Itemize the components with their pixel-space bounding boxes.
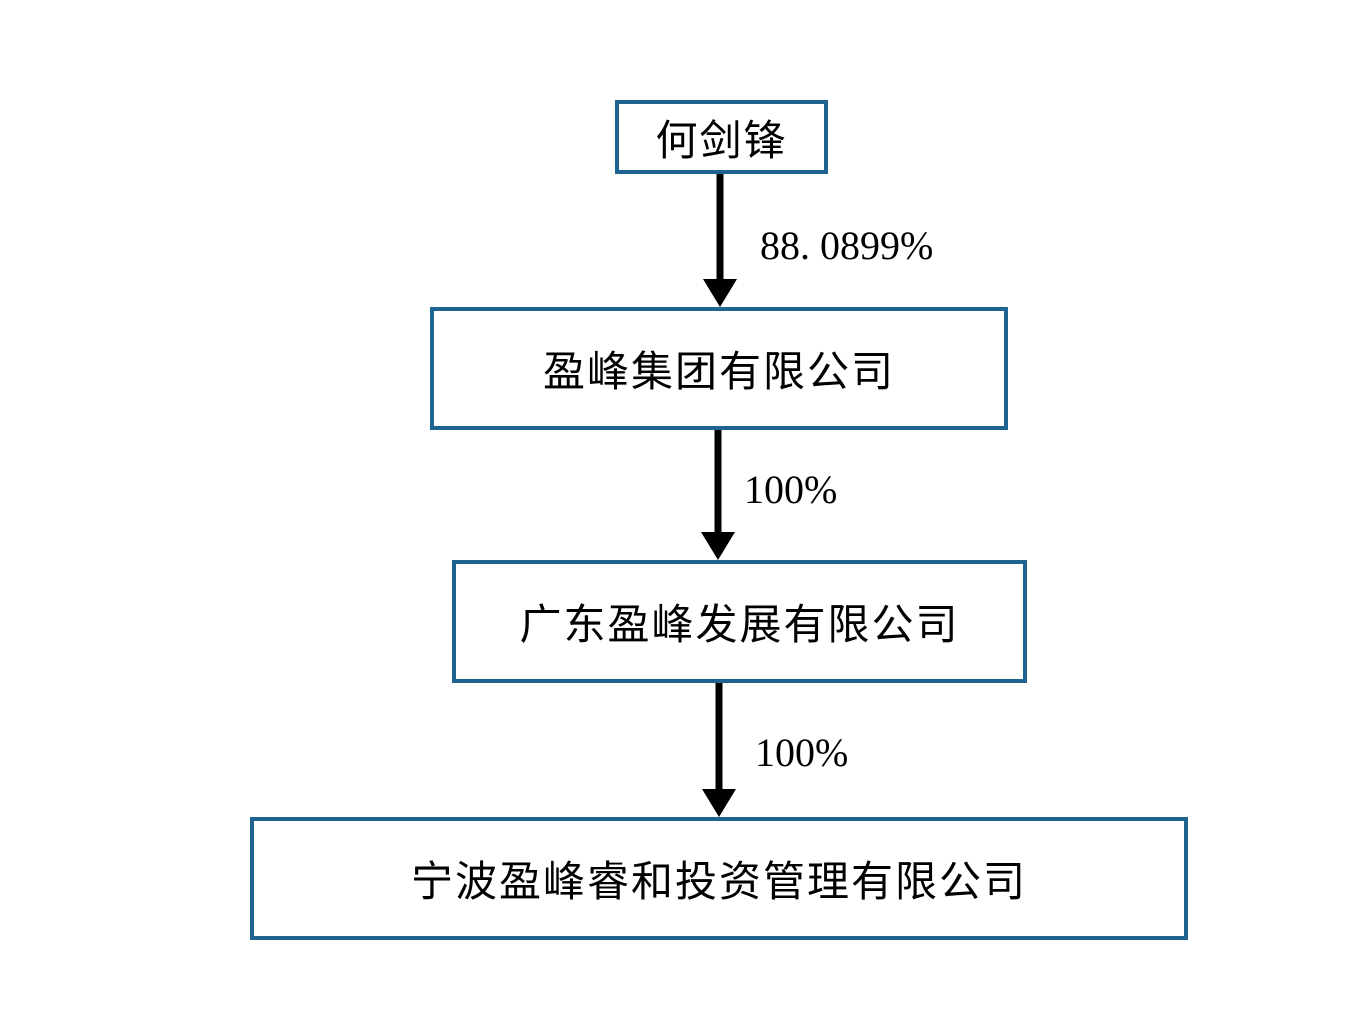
ownership-percentage-label-1: 88. 0899%: [760, 223, 934, 268]
arrow-stem: [716, 174, 724, 282]
arrow-head: [701, 532, 735, 560]
arrow-head: [702, 789, 736, 817]
arrow-stem: [715, 683, 723, 792]
node-ningbo-yingfeng-ruihe-investment-label: 宁波盈峰睿和投资管理有限公司: [410, 860, 1027, 906]
down-arrow-icon: [701, 430, 735, 560]
ownership-percentage-label-2: 100%: [744, 467, 838, 512]
node-he-jianfeng-label: 何剑锋: [655, 118, 788, 165]
node-guangdong-yingfeng-development: 广东盈峰发展有限公司: [452, 560, 1027, 683]
down-arrow-icon: [702, 683, 736, 817]
arrow-stem: [714, 430, 722, 535]
node-guangdong-yingfeng-development-label: 广东盈峰发展有限公司: [519, 603, 960, 649]
down-arrow-icon: [703, 174, 737, 307]
node-yingfeng-group-label: 盈峰集团有限公司: [542, 350, 895, 396]
arrow-head: [703, 279, 737, 307]
node-yingfeng-group: 盈峰集团有限公司: [430, 307, 1008, 430]
node-ningbo-yingfeng-ruihe-investment: 宁波盈峰睿和投资管理有限公司: [250, 817, 1188, 940]
node-he-jianfeng: 何剑锋: [615, 100, 828, 174]
ownership-percentage-label-3: 100%: [755, 730, 849, 775]
